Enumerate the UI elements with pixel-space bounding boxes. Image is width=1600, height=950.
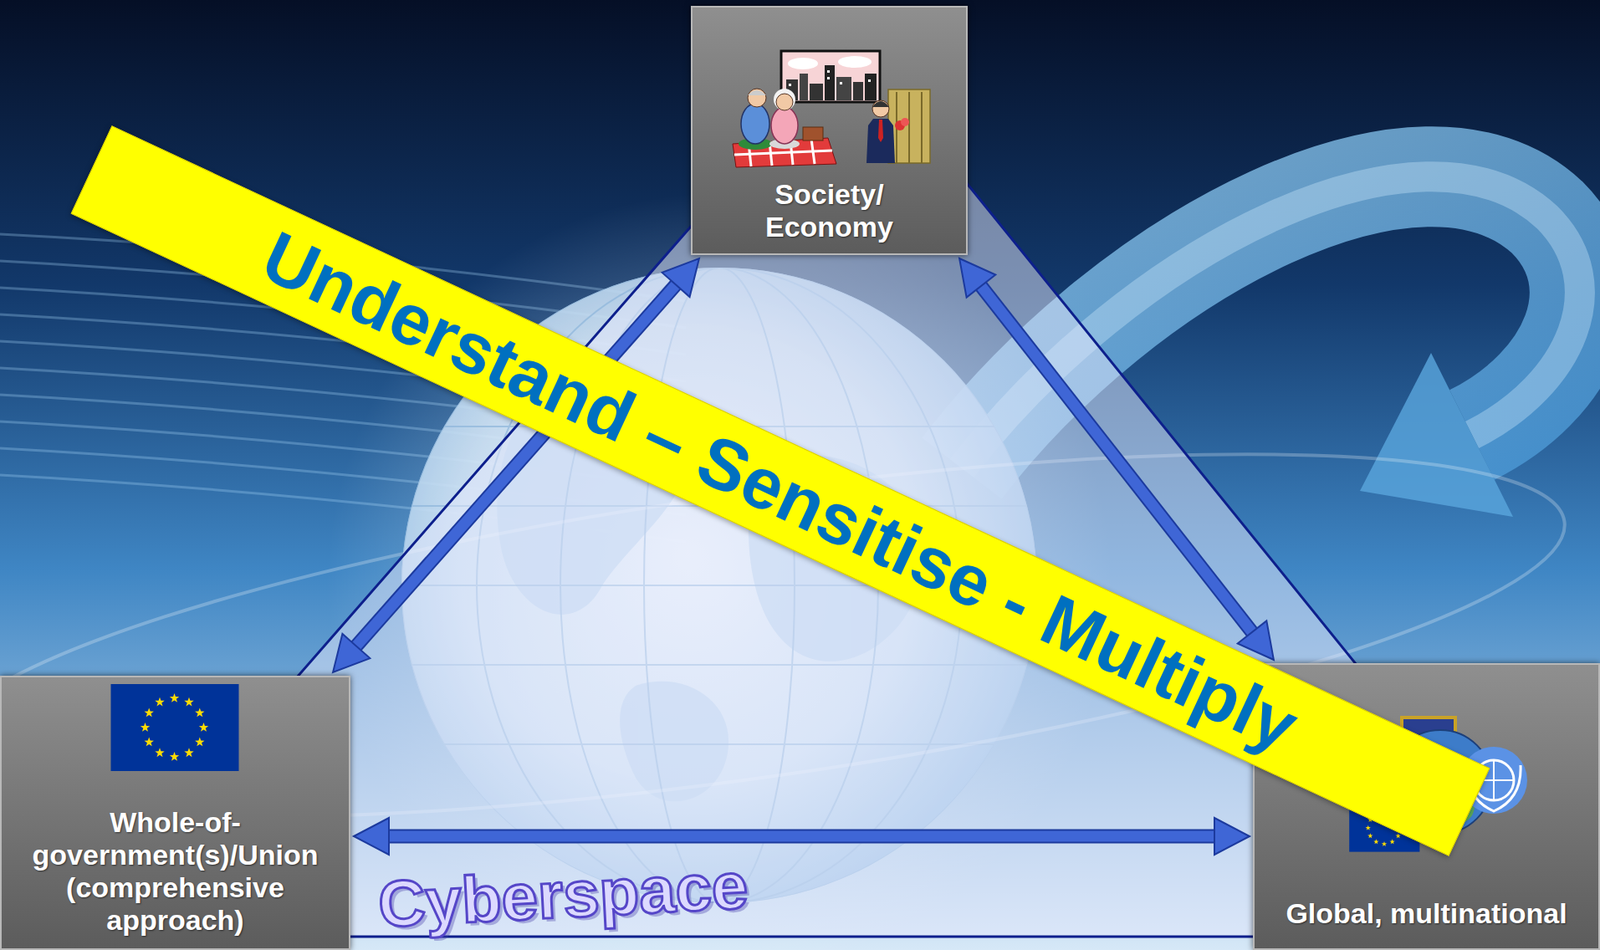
picnic-couple-icon <box>773 88 796 111</box>
picnic-couple-icon <box>776 93 793 111</box>
city-icon <box>836 76 852 101</box>
box-label: Global, multinational <box>1285 897 1567 931</box>
city-icon <box>868 79 871 82</box>
city-icon <box>864 73 877 101</box>
arrowhead <box>959 258 996 298</box>
city-icon <box>809 83 824 101</box>
businessman-icon <box>920 92 923 164</box>
global-icons <box>1492 760 1495 801</box>
picnic-couple-icon <box>732 88 837 168</box>
arrowhead <box>1214 817 1250 855</box>
businessman-icon <box>908 92 910 164</box>
city-icon <box>799 73 808 101</box>
picnic-couple-icon <box>747 90 767 96</box>
box-label: Whole-of- government(s)/Union (comprehen… <box>11 806 339 937</box>
city-icon <box>827 70 830 73</box>
picnic-couple-icon <box>734 150 833 155</box>
eu-flag-icon <box>111 684 240 772</box>
picnic-couple-icon <box>741 103 770 144</box>
watermark-label: Cyberspace <box>376 848 750 943</box>
city-icon <box>853 81 864 101</box>
businessman-icon <box>888 89 931 164</box>
city-icon <box>788 83 792 87</box>
box-label: Society/ Economy <box>725 178 935 244</box>
city-icon <box>827 76 830 80</box>
double-arrow <box>353 817 1250 855</box>
businessman-icon <box>878 119 884 143</box>
arrow-shaft-outline <box>387 829 1217 844</box>
picnic-couple-icon <box>771 107 798 144</box>
city-icon <box>838 56 872 68</box>
swirl-arrow <box>1359 352 1514 517</box>
picnic-couple-icon <box>747 88 767 108</box>
eu-flag-icon <box>111 684 240 772</box>
businessman-icon <box>872 100 890 118</box>
businessman-icon <box>866 118 895 164</box>
arrowhead <box>662 258 700 297</box>
businessman-icon <box>866 89 931 164</box>
arrowhead <box>332 633 370 673</box>
city-icon <box>839 81 843 85</box>
city-icon <box>781 51 880 103</box>
arrow-shaft <box>387 831 1217 843</box>
city-icon <box>824 65 835 101</box>
city-icon <box>787 57 818 70</box>
slogan-text: Understand – Sensitise - Multiply <box>250 215 1310 766</box>
city-icon <box>781 51 880 103</box>
picnic-couple-icon <box>802 127 824 141</box>
arrowhead <box>353 817 389 855</box>
businessman-icon <box>900 117 910 127</box>
